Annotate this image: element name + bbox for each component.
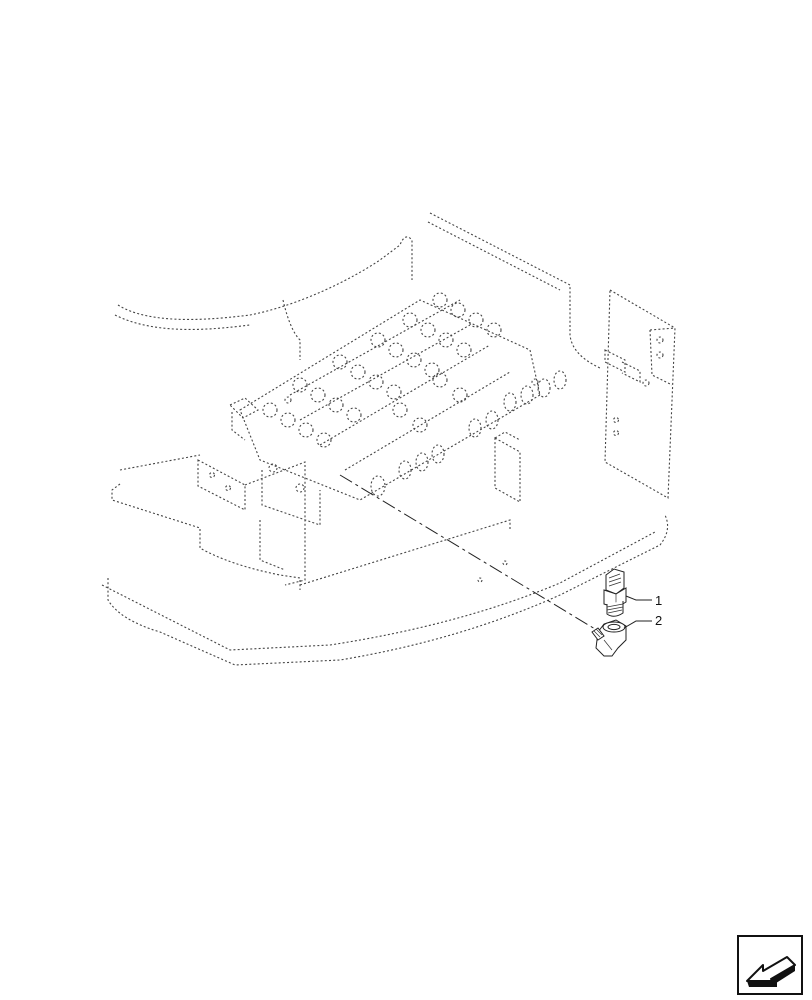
assembly-centerline (339, 474, 601, 633)
arrow-back-icon (737, 935, 803, 995)
back-navigation-button[interactable] (737, 935, 803, 995)
elbow-fitting (591, 619, 652, 657)
straight-fitting (603, 568, 652, 617)
callout-label-1: 1 (655, 593, 662, 608)
control-valve-bank (229, 292, 567, 526)
machine-frame-outline (101, 212, 676, 666)
callout-label-2: 2 (655, 613, 662, 628)
